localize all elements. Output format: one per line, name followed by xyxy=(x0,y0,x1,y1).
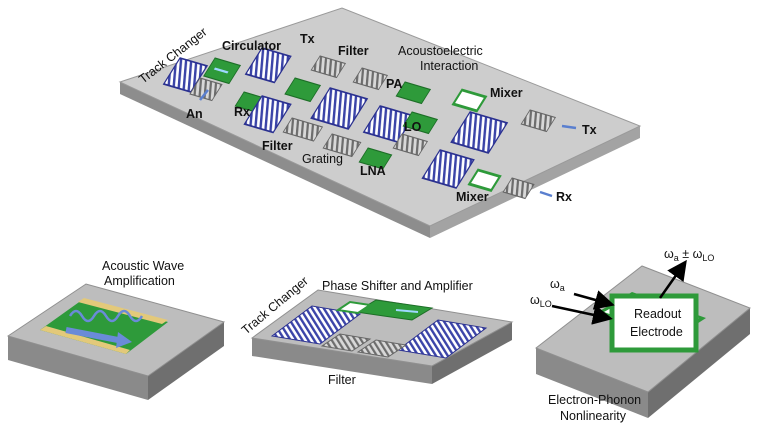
label-tx-right: Tx xyxy=(582,123,597,137)
nl-arrow-a xyxy=(573,290,615,310)
nl-electrode-2: Electrode xyxy=(630,325,683,339)
phase-filter: Filter xyxy=(328,373,356,387)
phase-gray-2 xyxy=(356,339,408,358)
mixer-top-block xyxy=(451,88,488,113)
amp-arrow xyxy=(65,327,119,343)
label-grating: Grating xyxy=(302,152,343,166)
label-rx-right: Rx xyxy=(556,190,572,204)
an-arrow xyxy=(199,89,209,101)
nl-omega-a: ωa xyxy=(550,277,565,293)
tx-top-idt xyxy=(244,47,292,84)
nl-electrode-1: Readout xyxy=(634,307,682,321)
rx-right-idt xyxy=(502,177,535,200)
label-circulator: Circulator xyxy=(222,39,281,53)
phase-chip-side-front xyxy=(252,338,432,384)
phase-chip-side-right xyxy=(432,322,512,384)
label-mixer-bottom: Mixer xyxy=(456,190,489,204)
main-chip-side-right xyxy=(430,126,640,238)
phase-title: Phase Shifter and Amplifier xyxy=(322,279,473,293)
amplification-chip: Acoustic Wave Amplification xyxy=(6,259,226,400)
track-right-bottom xyxy=(421,149,475,189)
amp-chip-side-right xyxy=(148,322,224,400)
filter-top-idt-2 xyxy=(352,67,389,91)
phase-blue-left xyxy=(270,305,362,345)
mixer-bottom-block xyxy=(467,168,502,193)
track-middle-center xyxy=(310,87,369,130)
green-block-2 xyxy=(284,77,322,103)
filter-top-idt xyxy=(310,55,347,79)
label-filter-top: Filter xyxy=(338,44,369,58)
label-lna: LNA xyxy=(360,164,386,178)
phase-white xyxy=(335,300,373,315)
nl-omega-lo: ωLO xyxy=(530,293,552,309)
circulator xyxy=(203,57,242,85)
label-mixer-top: Mixer xyxy=(490,86,523,100)
phase-gray-1 xyxy=(320,333,372,352)
nl-chip-side-front xyxy=(536,348,648,418)
nl-omega-out: ωa ± ωLO xyxy=(664,247,714,263)
label-filter-bottom: Filter xyxy=(262,139,293,153)
tx-right-arrow xyxy=(561,124,577,130)
nl-caption-1: Electron-Phonon xyxy=(548,393,641,407)
label-acoustoelectric-2: Interaction xyxy=(420,59,478,73)
nl-arrow-lo xyxy=(551,304,613,325)
amp-electrode-left xyxy=(40,326,130,354)
label-rx-left: Rx xyxy=(234,105,250,119)
amp-title-2: Amplification xyxy=(104,274,175,288)
main-chip-side-front xyxy=(120,82,430,238)
amp-wave xyxy=(68,309,144,323)
lo-block xyxy=(402,111,439,135)
grating-idt-2 xyxy=(392,133,429,157)
nonlinear-chip: Readout Electrode ωa ωLO ωa ± ωLO Electr… xyxy=(530,247,751,423)
label-acoustoelectric-1: Acoustoelectric xyxy=(398,44,483,58)
amp-chip-side-front xyxy=(8,336,148,400)
track-middle-right xyxy=(362,105,415,143)
main-chip: Track Changer Circulator Tx Filter Acous… xyxy=(118,7,642,238)
nl-caption-2: Nonlinearity xyxy=(560,409,627,423)
phase-chip: Phase Shifter and Amplifier Track Change… xyxy=(239,274,514,387)
phase-arrow xyxy=(395,309,419,313)
filter-bottom-idt xyxy=(282,117,324,142)
grating-idt xyxy=(322,133,362,158)
label-an: An xyxy=(186,107,203,121)
tx-right-idt xyxy=(520,109,557,133)
nl-electrode-face xyxy=(609,293,699,353)
label-pa: PA xyxy=(386,77,402,91)
lna-block xyxy=(358,147,393,170)
label-tx-top: Tx xyxy=(300,32,315,46)
nl-chip-side-right xyxy=(648,308,750,418)
track-right-top xyxy=(450,111,509,154)
nl-arrow-out xyxy=(658,259,687,299)
amp-title-1: Acoustic Wave xyxy=(102,259,184,273)
rx-right-arrow xyxy=(539,190,553,198)
phase-blue-right xyxy=(396,319,488,359)
amp-arrow-head xyxy=(116,332,132,348)
label-lo: LO xyxy=(404,120,422,134)
track-middle-left xyxy=(243,95,292,134)
pa-block xyxy=(395,81,432,105)
